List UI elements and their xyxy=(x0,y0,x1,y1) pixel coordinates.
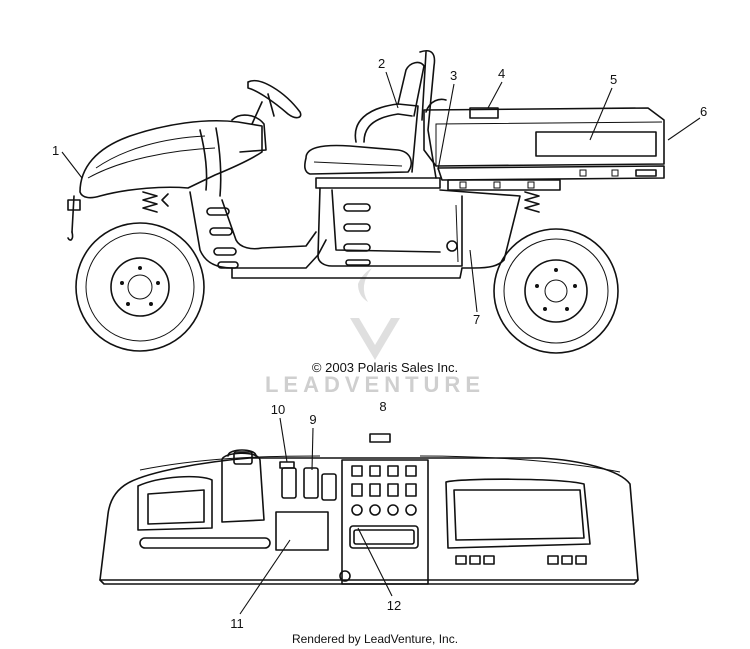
vehicle-side-view xyxy=(67,50,665,354)
watermark-text: LEADVENTURE xyxy=(265,372,485,397)
copyright-text: © 2003 Polaris Sales Inc. xyxy=(312,360,458,375)
rear-spring xyxy=(524,191,540,213)
callout-2: 2 xyxy=(378,56,385,71)
dash-decal-8 xyxy=(369,433,391,443)
callout-9: 9 xyxy=(309,412,316,427)
switch-bank xyxy=(349,465,419,549)
dashboard-callouts: 8 9 10 11 12 xyxy=(230,399,401,631)
callout-6: 6 xyxy=(700,104,707,119)
rear-wheel xyxy=(493,228,619,354)
leadventure-watermark: LEADVENTURE xyxy=(265,268,485,397)
front-wheel xyxy=(75,222,205,352)
callout-5: 5 xyxy=(610,72,617,87)
callout-10: 10 xyxy=(271,402,285,417)
footer-credit: Rendered by LeadVenture, Inc. xyxy=(292,632,458,646)
dash-decal-11 xyxy=(275,511,329,551)
callout-1: 1 xyxy=(52,143,59,158)
front-spring xyxy=(142,191,169,213)
dashboard-view xyxy=(99,433,639,585)
side-view-callouts: 1 2 3 4 5 6 7 xyxy=(52,56,707,327)
cargo-box-small-decal xyxy=(469,107,499,119)
callout-8: 8 xyxy=(379,399,386,414)
cargo-box-decal xyxy=(535,131,657,157)
callout-11: 11 xyxy=(230,616,244,631)
dash-decal-10 xyxy=(279,461,295,469)
callout-12: 12 xyxy=(387,598,401,613)
callout-3: 3 xyxy=(450,68,457,83)
callout-7: 7 xyxy=(473,312,480,327)
callout-4: 4 xyxy=(498,66,505,81)
